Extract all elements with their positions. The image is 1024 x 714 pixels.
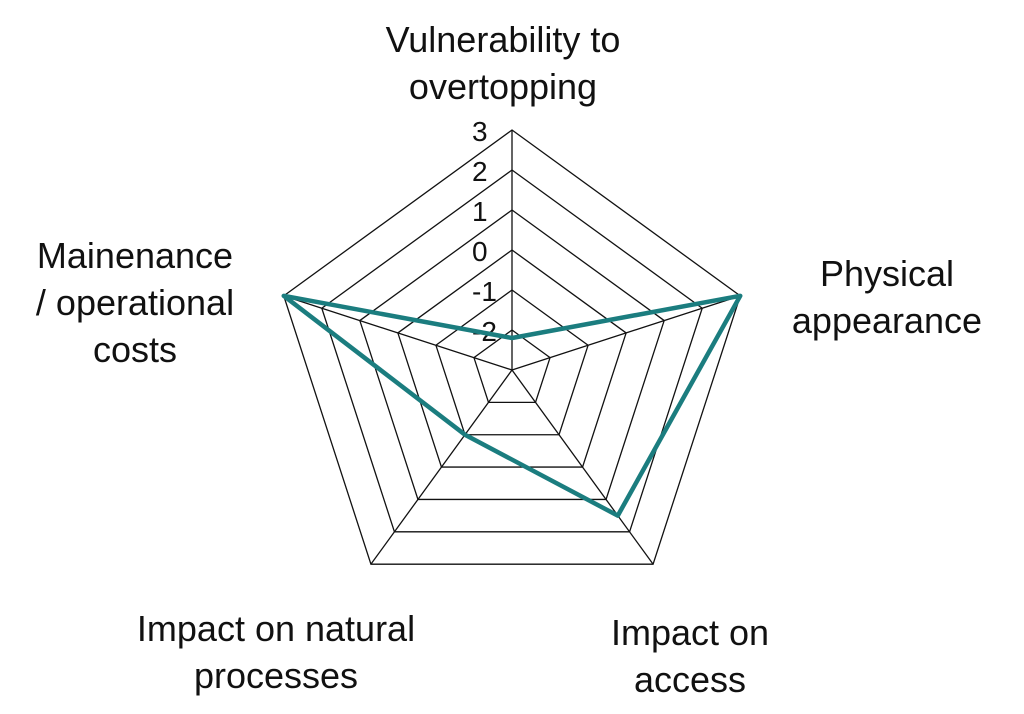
tick-label: -1 xyxy=(472,276,497,307)
radar-series xyxy=(281,293,743,518)
spoke-1 xyxy=(511,295,741,371)
grid-ring-1 xyxy=(359,209,665,501)
spoke-3 xyxy=(370,369,513,565)
grid-ring--2 xyxy=(473,329,551,404)
grid-ring--1 xyxy=(435,289,589,436)
tick-label: 2 xyxy=(472,156,488,187)
spoke-2 xyxy=(511,369,654,565)
grid-ring-2 xyxy=(321,169,703,533)
series-line-0 xyxy=(281,293,743,518)
tick-label: 1 xyxy=(472,196,488,227)
tick-label: 3 xyxy=(472,116,488,147)
spoke-4 xyxy=(283,295,513,371)
grid-ring-3 xyxy=(282,129,742,565)
tick-label: 0 xyxy=(472,236,488,267)
